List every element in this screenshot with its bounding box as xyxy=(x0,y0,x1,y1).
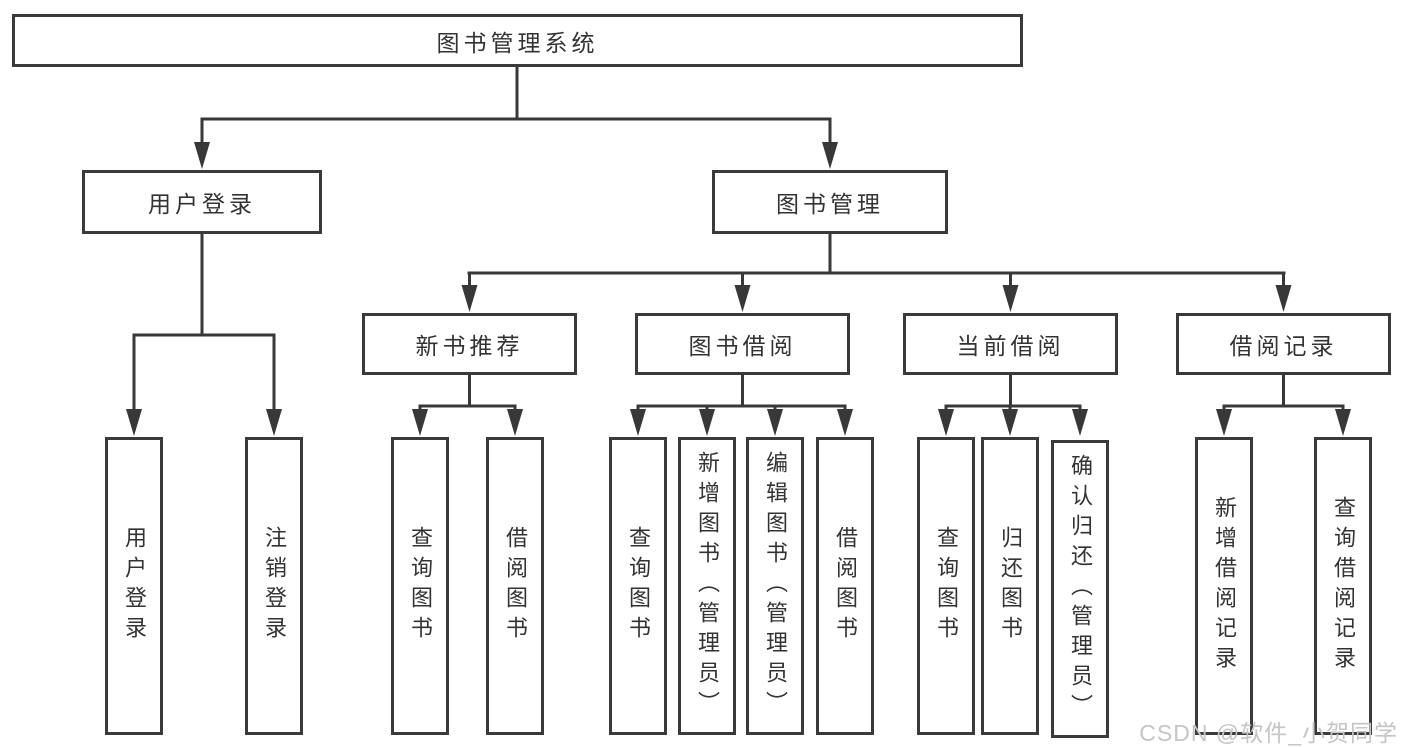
node-borrow-records-label: 借阅记录 xyxy=(1229,333,1338,359)
node-current-return-books: 归还图书 xyxy=(981,437,1039,735)
node-recommend-query-books-label: 查询图书 xyxy=(408,526,433,646)
node-current-confirm-return-admin-label: 确认归还（管理员） xyxy=(1068,454,1093,724)
arrowheads xyxy=(126,142,1351,436)
node-user-login: 用户登录 xyxy=(82,170,322,234)
node-recommend-borrow-books: 借阅图书 xyxy=(486,437,544,735)
node-root-label: 图书管理系统 xyxy=(436,29,599,56)
node-borrow-add-books-admin-label: 新增图书（管理员） xyxy=(695,451,720,721)
node-borrow-borrow-books-label: 借阅图书 xyxy=(833,526,858,646)
node-recommend-borrow-books-label: 借阅图书 xyxy=(503,526,528,646)
node-borrow-add-books-admin: 新增图书（管理员） xyxy=(678,437,736,735)
node-borrow-records: 借阅记录 xyxy=(1176,313,1391,375)
node-borrow-query-books-label: 查询图书 xyxy=(626,526,651,646)
node-root: 图书管理系统 xyxy=(12,14,1023,67)
node-book-borrow: 图书借阅 xyxy=(635,313,850,375)
node-new-book-recommend-label: 新书推荐 xyxy=(415,333,524,359)
node-current-query-books-label: 查询图书 xyxy=(934,526,959,646)
node-borrow-borrow-books: 借阅图书 xyxy=(816,437,874,735)
node-current-borrow-label: 当前借阅 xyxy=(956,333,1065,359)
node-user-login-label: 用户登录 xyxy=(148,191,256,217)
node-login-label: 用户登录 xyxy=(122,526,147,646)
watermark: CSDN @软件_小贺同学 xyxy=(1139,720,1398,746)
node-book-management: 图书管理 xyxy=(712,170,948,234)
node-recommend-query-books: 查询图书 xyxy=(391,437,449,735)
node-borrow-edit-books-admin: 编辑图书（管理员） xyxy=(746,437,804,735)
node-current-borrow: 当前借阅 xyxy=(903,313,1118,375)
node-logout-label: 注销登录 xyxy=(262,526,287,646)
node-book-borrow-label: 图书借阅 xyxy=(688,333,797,359)
node-records-add-record-label: 新增借阅记录 xyxy=(1212,496,1237,676)
node-book-management-label: 图书管理 xyxy=(776,191,884,217)
node-current-query-books: 查询图书 xyxy=(917,437,975,735)
node-logout: 注销登录 xyxy=(245,437,303,735)
node-current-return-books-label: 归还图书 xyxy=(998,526,1023,646)
node-new-book-recommend: 新书推荐 xyxy=(362,313,577,375)
node-current-confirm-return-admin: 确认归还（管理员） xyxy=(1051,440,1109,738)
node-records-query-record-label: 查询借阅记录 xyxy=(1331,496,1356,676)
node-login: 用户登录 xyxy=(105,437,163,735)
node-records-query-record: 查询借阅记录 xyxy=(1314,437,1372,735)
node-borrow-edit-books-admin-label: 编辑图书（管理员） xyxy=(763,451,788,721)
node-records-add-record: 新增借阅记录 xyxy=(1195,437,1253,735)
node-borrow-query-books: 查询图书 xyxy=(609,437,667,735)
